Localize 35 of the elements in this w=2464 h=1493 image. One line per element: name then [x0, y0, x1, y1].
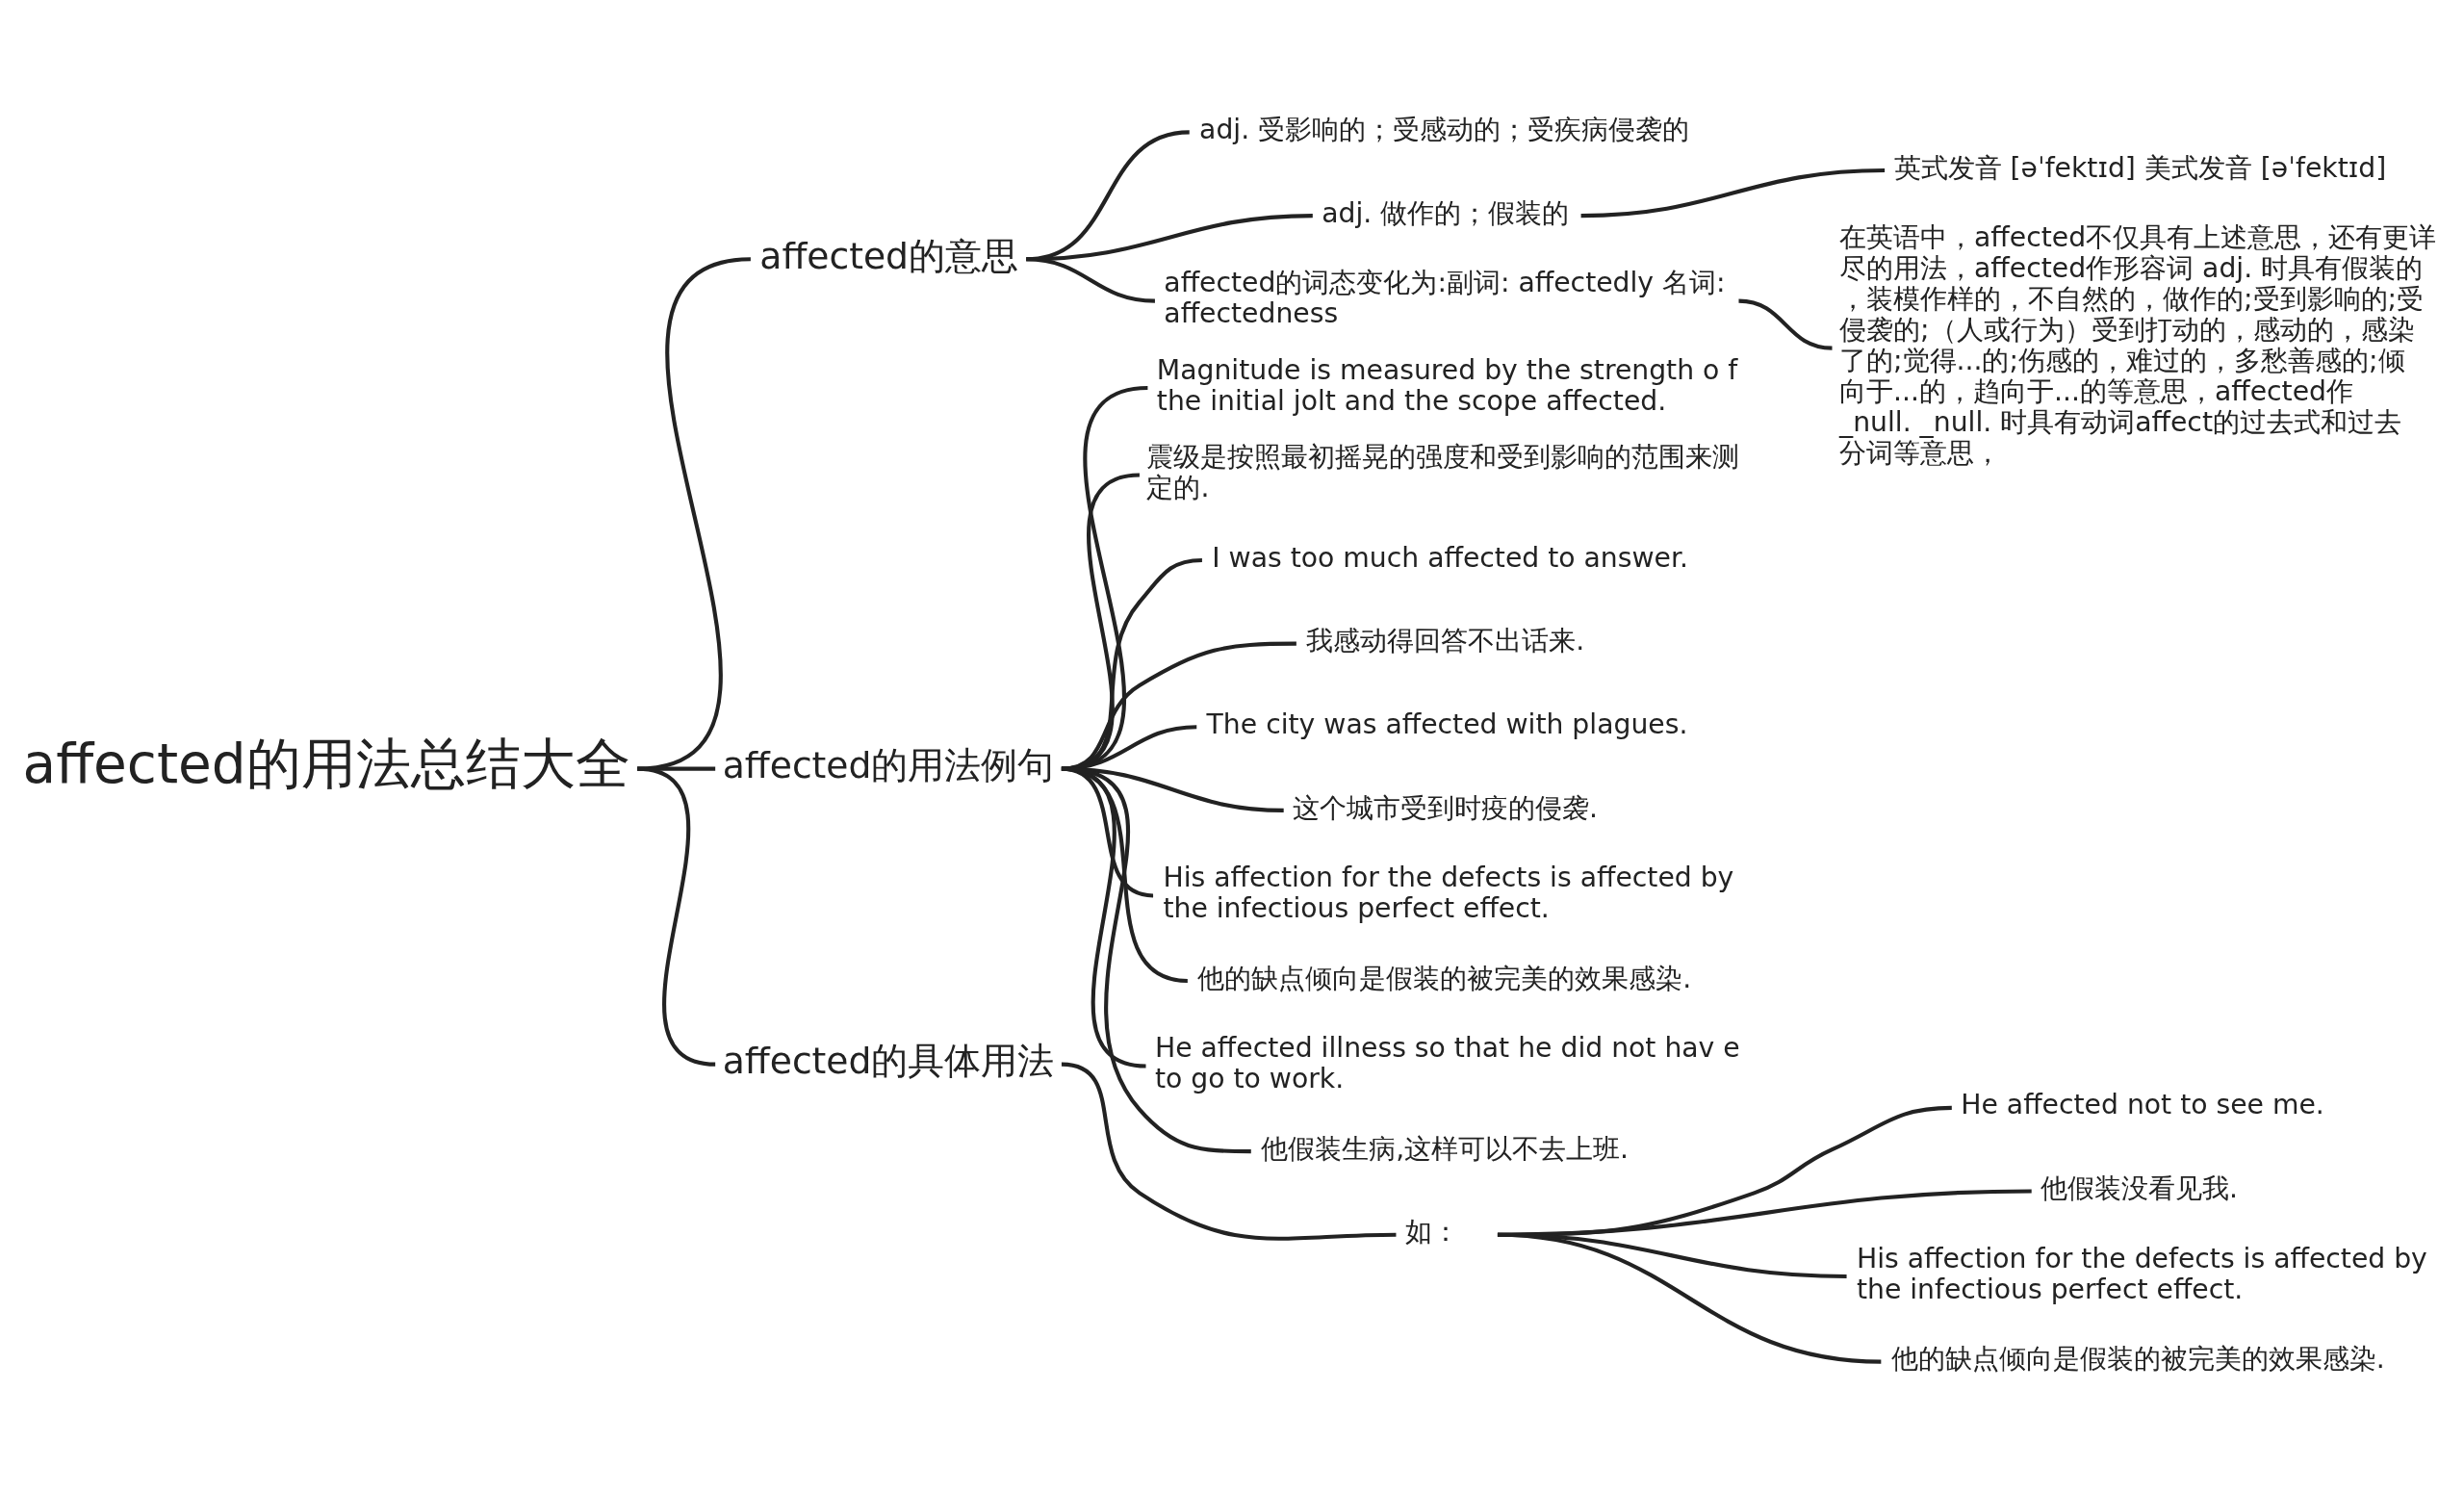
- connector: [1580, 167, 1886, 218]
- connector: [1061, 557, 1202, 771]
- node-text: affected的用法例句: [722, 743, 1055, 786]
- connector: [1061, 766, 1251, 1153]
- node-text: His affection for the defects is affected by the infectious perfect effect.: [1163, 861, 1734, 924]
- node-text: 我感动得回答不出话来.: [1306, 624, 1585, 656]
- connector: [1738, 298, 1833, 350]
- node-text: He affected not to see me.: [1961, 1088, 2324, 1120]
- node-text: 英式发音 [əˈfektɪd] 美式发音 [əˈfektɪd]: [1893, 151, 2387, 184]
- node-text: adj. 做作的；假装的: [1322, 196, 1570, 229]
- node-text: adj. 受影响的；受感动的；受疾病侵袭的: [1199, 113, 1690, 145]
- node-text: 他的缺点倾向是假装的被完美的效果感染.: [1197, 962, 1692, 994]
- connector: [1497, 1232, 1882, 1364]
- node-text: The city was affected with plagues.: [1206, 708, 1688, 740]
- node-text: affected的具体用法: [722, 1039, 1055, 1082]
- node-text: He affected illness so that he did not hav e to go to work.: [1154, 1031, 1740, 1094]
- connector: [1061, 724, 1197, 771]
- node-text: 他的缺点倾向是假装的被完美的效果感染.: [1890, 1342, 2385, 1375]
- node-text: 他假装没看见我.: [2040, 1171, 2239, 1204]
- connector: [1026, 256, 1156, 303]
- node-text: affected的意思: [759, 234, 1019, 277]
- node-text: I was too much affected to answer.: [1212, 541, 1688, 574]
- node-text: His affection for the defects is affected by the infectious perfect effect.: [1856, 1242, 2427, 1305]
- node-text: 震级是按照最初摇晃的强度和受到影响的范围来测定的.: [1146, 440, 1740, 503]
- node-text: 他假装生病,这样可以不去上班.: [1261, 1132, 1630, 1165]
- node-text: 如：: [1404, 1215, 1459, 1248]
- connector: [636, 256, 752, 771]
- node-text: Magnitude is measured by the strength o f the initial jolt and the scope affected.: [1156, 353, 1738, 417]
- connector: [636, 766, 716, 1067]
- connector: [1061, 1062, 1397, 1241]
- node-text: affected的用法总结大全: [22, 732, 630, 795]
- connector: [1061, 641, 1296, 771]
- node-text: affected的词态变化为:副词: affectedly 名词: affectedness: [1164, 266, 1726, 329]
- node-text: 这个城市受到时疫的侵袭.: [1293, 791, 1599, 824]
- node-text: 在英语中，affected不仅具有上述意思，还有更详尽的用法，affected作形容词 adj. 时具有假装的，装模作样的，不自然的，做作的;受到影响的;受侵袭的;（人或行为）受到打动的，感动的，感染了的;觉得...的;伤感的，难过的，多愁善感的;倾向于...的，趋向于...的等意思，affected作_null. _null. 时具有动词affect的过去式和过去分词等意思，: [1839, 220, 2437, 469]
